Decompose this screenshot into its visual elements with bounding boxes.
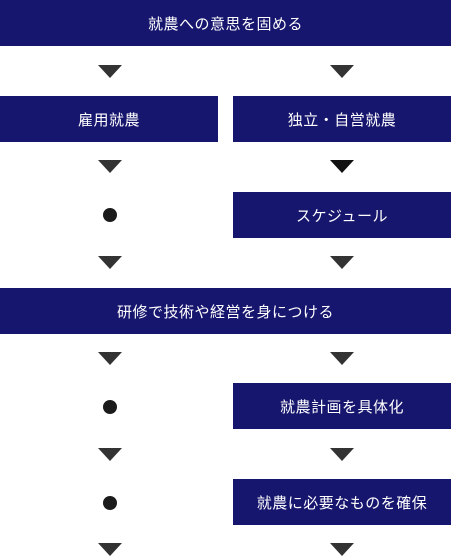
step-plan: 就農計画を具体化: [233, 383, 451, 429]
step-intent: 就農への意思を固める: [0, 0, 451, 46]
step-schedule-label: スケジュール: [296, 206, 388, 225]
arrow-down-icon: [330, 160, 354, 173]
arrow-down-icon: [98, 543, 122, 556]
arrow-down-icon: [98, 65, 122, 78]
dot-icon: [103, 208, 117, 222]
arrow-down-icon: [98, 256, 122, 269]
arrow-down-icon: [330, 65, 354, 78]
step-intent-label: 就農への意思を固める: [147, 14, 303, 33]
step-independent-label: 独立・自営就農: [287, 110, 397, 129]
arrow-down-icon: [330, 256, 354, 269]
step-schedule: スケジュール: [233, 192, 451, 238]
step-plan-label: 就農計画を具体化: [279, 397, 404, 416]
arrow-down-icon: [98, 160, 122, 173]
dot-icon: [103, 496, 117, 510]
arrow-down-icon: [330, 352, 354, 365]
arrow-down-icon: [330, 543, 354, 556]
step-training: 研修で技術や経営を身につける: [0, 288, 451, 334]
arrow-down-icon: [330, 448, 354, 461]
step-training-label: 研修で技術や経営を身につける: [116, 302, 334, 321]
step-employed-label: 雇用就農: [77, 110, 140, 129]
dot-icon: [103, 400, 117, 414]
step-prepare-label: 就農に必要なものを確保: [256, 493, 428, 512]
step-prepare: 就農に必要なものを確保: [233, 479, 451, 525]
arrow-down-icon: [98, 352, 122, 365]
step-employed: 雇用就農: [0, 96, 218, 142]
step-independent: 独立・自営就農: [233, 96, 451, 142]
arrow-down-icon: [98, 448, 122, 461]
